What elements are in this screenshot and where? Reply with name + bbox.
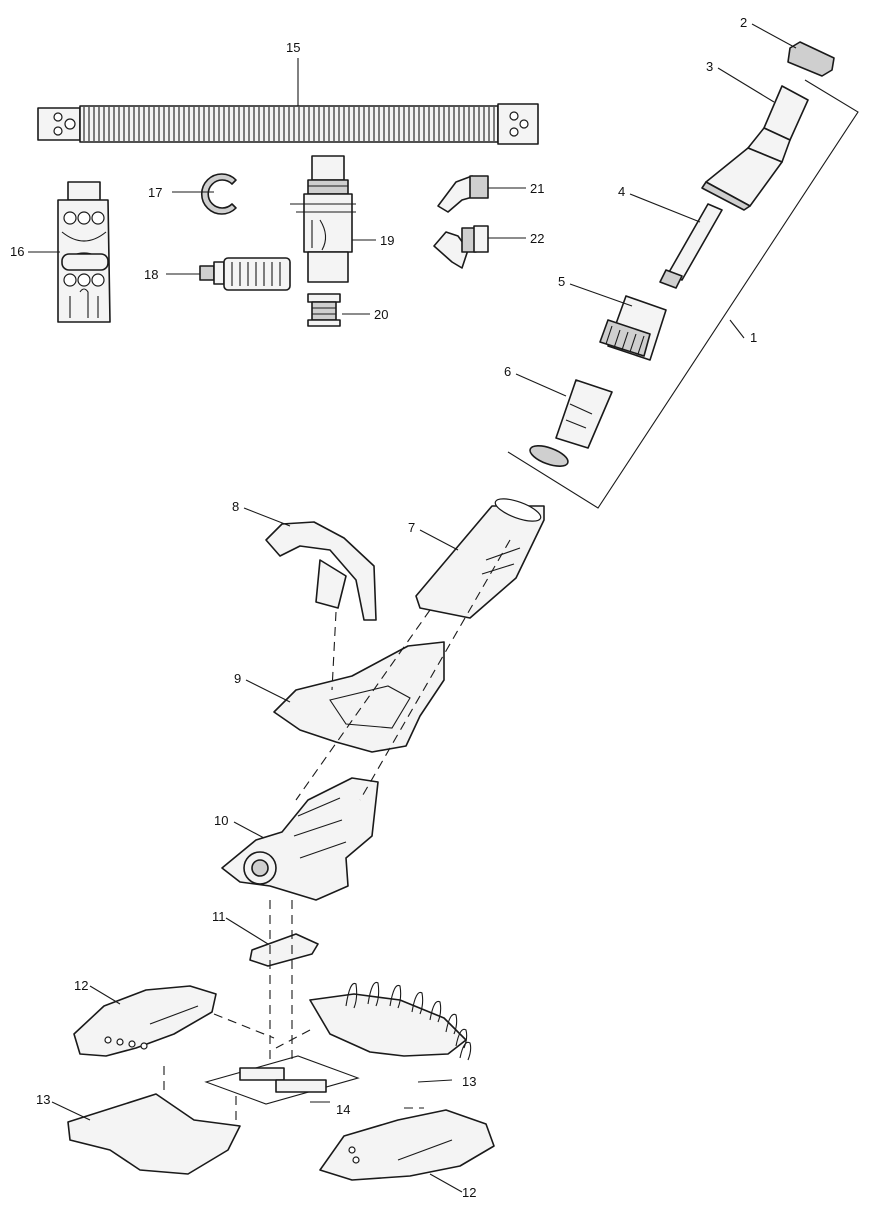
part-12-fin-right [319,1109,495,1181]
part-9-cover [273,641,445,753]
part-16-connector [57,181,111,323]
part-7-upper-housing [415,498,545,619]
callout-6: 6 [504,364,511,379]
part-21-elbow [437,175,489,213]
part-13-skirt-left [67,1093,241,1175]
callout-15: 15 [286,40,300,55]
callout-17: 17 [148,185,162,200]
callout-4: 4 [618,184,625,199]
callout-18: 18 [144,267,158,282]
callout-8: 8 [232,499,239,514]
part-14-straps [204,1055,360,1105]
callout-11: 11 [212,909,226,924]
part-2-cap [787,41,835,77]
assembly-guide-lines [163,539,511,1126]
part-15-hose [37,103,539,145]
callout-14: 14 [336,1102,350,1117]
callout-2: 2 [740,15,747,30]
part-12-fin-left [73,985,217,1057]
part-18-filter [199,257,291,291]
part-6-diaphragm-housing [529,379,613,467]
part-17-clip [200,173,237,215]
callout-9: 9 [234,671,241,686]
callout-leaders [28,23,797,1193]
part-8-handle [265,521,377,621]
callout-13-left: 13 [36,1092,50,1107]
part-13-skirt-right [309,981,472,1061]
part-3-flow-tube [701,85,809,211]
callout-22: 22 [530,231,544,246]
callout-13-right: 13 [462,1074,476,1089]
callout-19: 19 [380,233,394,248]
part-22-elbow [433,225,489,269]
part-19-hose-cuff [290,155,356,283]
callout-20: 20 [374,307,388,322]
part-5-cage [599,295,667,361]
assembly-1-bracket [507,79,859,509]
callout-7: 7 [408,520,415,535]
part-11-insert [249,933,319,967]
callout-5: 5 [558,274,565,289]
callout-3: 3 [706,59,713,74]
callout-21: 21 [530,181,544,196]
part-4-shaft [659,203,723,289]
callout-10: 10 [214,813,228,828]
callout-labels: 2 3 4 5 1 6 7 8 9 10 11 12 13 13 14 12 1… [10,15,757,1200]
callout-12-lower: 12 [462,1185,476,1200]
callout-1: 1 [750,330,757,345]
part-10-body [221,777,379,901]
callout-16: 16 [10,244,24,259]
callout-12-upper: 12 [74,978,88,993]
part-20-ring [307,293,341,327]
